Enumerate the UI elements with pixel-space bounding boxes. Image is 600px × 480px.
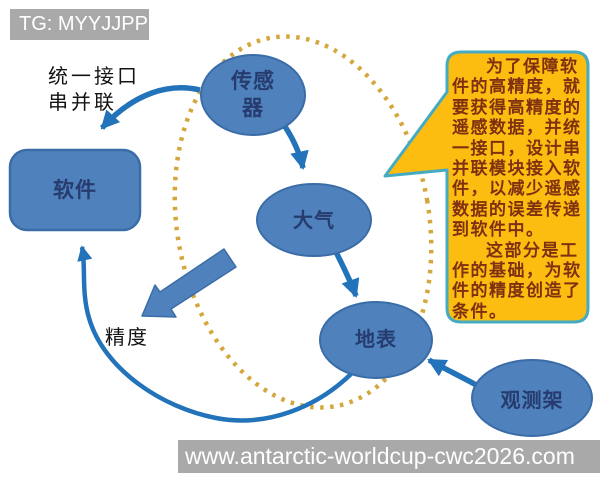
sensor-ellipse <box>200 54 306 136</box>
sensor-label: 传感器 <box>231 69 275 120</box>
arrow-surface-to-software-curve <box>77 245 353 423</box>
callout-text: 为了保障软件的高精度，就要获得高精度的遥感数据，并统一接口，设计串并联模块接入软… <box>452 57 584 322</box>
watermark-bar: www.antarctic-worldcup-cwc2026.com <box>178 440 600 473</box>
tg-badge: TG: MYYJJPP <box>10 9 149 40</box>
interface-annotation-line2: 串并联 <box>48 92 117 114</box>
callout-paragraph-2: 这部分是工作的基础，为软件的精度创造了条件。 <box>452 240 582 321</box>
arrow-atmosphere-to-surface <box>333 250 360 298</box>
surface-ellipse <box>319 301 433 379</box>
callout-bubble <box>383 50 590 324</box>
dotted-boundary-ellipse <box>172 34 434 410</box>
interface-annotation: 统一接口 串并联 <box>48 64 140 116</box>
arrow-sensor-to-interface <box>99 85 201 130</box>
software-box <box>8 148 142 232</box>
callout-paragraph-1: 为了保障软件的高精度，就要获得高精度的遥感数据，并统一接口，设计串并联模块接入软… <box>452 57 582 240</box>
software-label: 软件 <box>53 178 97 202</box>
observation-frame-ellipse <box>471 359 593 437</box>
arrow-observation-to-surface <box>427 357 480 389</box>
atmosphere-label: 大气 <box>293 210 335 232</box>
observation-frame-label: 观测架 <box>500 390 564 412</box>
surface-label: 地表 <box>355 329 397 351</box>
block-arrow-precision <box>141 248 237 318</box>
interface-annotation-line1: 统一接口 <box>48 66 140 88</box>
precision-annotation: 精度 <box>105 327 149 349</box>
arrow-sensor-to-atmosphere <box>281 123 309 171</box>
atmosphere-ellipse <box>256 183 372 257</box>
